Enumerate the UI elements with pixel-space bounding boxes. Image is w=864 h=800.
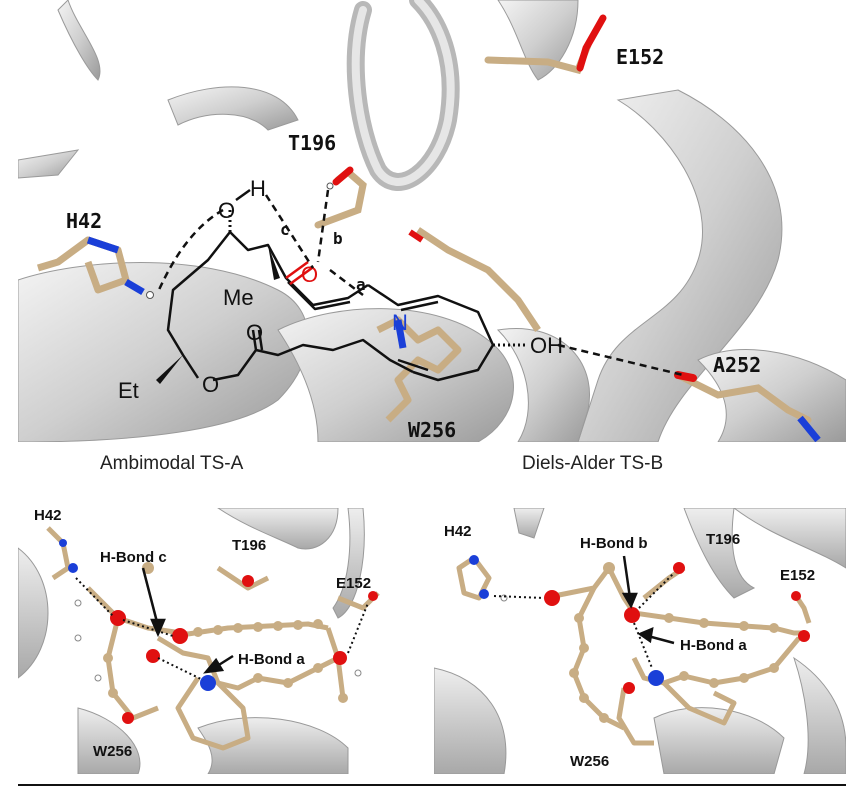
label-hbond-a-br: H-Bond a: [680, 637, 747, 654]
atom-oh: OH: [530, 333, 563, 358]
label-h42-br: H42: [444, 523, 472, 540]
carbonyl-bond: [285, 260, 309, 280]
label-w256-br: W256: [570, 753, 609, 770]
label-e152-bl: E152: [336, 575, 371, 592]
residue-h42: H42: [36, 209, 154, 299]
ribbon-bottom-helix: [496, 328, 590, 442]
substituent-et: Et: [118, 378, 139, 403]
residue-e152: E152: [484, 14, 664, 75]
label-t196-bl: T196: [232, 537, 266, 554]
ribbon-left-stub: [18, 149, 80, 179]
atom-n-indole: N: [392, 310, 408, 335]
diels-alder-ts-b-panel: H42 H-Bond b T196 E152 H-Bond a W256: [434, 508, 846, 774]
diels-alder-ts-b-figure: H42 H-Bond b T196 E152 H-Bond a W256: [434, 508, 846, 774]
hbond-dashes-br: [493, 572, 675, 669]
substrate-skeleton: [156, 210, 528, 384]
atom-spheres-br: [469, 555, 810, 723]
label-t196-br: T196: [706, 531, 740, 548]
bond-label-c: c: [280, 220, 290, 239]
atom-h-hydroxyl: H: [250, 176, 266, 201]
atom-o-ester: O: [246, 320, 263, 345]
caption-diels-alder-ts-b: Diels-Alder TS-B: [522, 453, 664, 474]
atom-o-hydroxyl: O: [218, 198, 235, 223]
substrate-sticks-br: [456, 555, 812, 746]
protein-ribbons-br: [434, 508, 846, 774]
label-a252: A252: [713, 353, 761, 377]
substituent-me: Me: [223, 285, 254, 310]
bottom-divider: [18, 784, 846, 786]
annotation-arrows-bl: [141, 567, 234, 674]
ambimodal-ts-a-panel: H42 T196 E152 H-Bond c H-Bond a W256: [18, 508, 428, 774]
bond-label-b: b: [333, 229, 343, 248]
label-h42-bl: H42: [34, 508, 62, 524]
label-hbond-c: H-Bond c: [100, 549, 167, 566]
bond-label-a: a: [356, 275, 366, 294]
label-e152-br: E152: [780, 567, 815, 584]
atom-o-carbonyl: O: [301, 262, 318, 287]
hbond-dashes: [156, 189, 684, 377]
label-t196: T196: [288, 131, 336, 155]
annotation-arrows-br: [621, 555, 675, 645]
atom-spheres-bl: [59, 539, 378, 724]
caption-ambimodal-ts-a: Ambimodal TS-A: [100, 453, 244, 474]
hbond-dashes-bl: [75, 577, 369, 681]
ribbon-upper-loop: [167, 86, 299, 131]
protein-ribbons-bl: [18, 508, 365, 774]
residue-a252: A252: [674, 353, 821, 442]
residue-w256: W256: [376, 227, 541, 442]
label-w256-bl: W256: [93, 743, 132, 760]
label-e152: E152: [616, 45, 664, 69]
ribbon-top-mid: [497, 0, 579, 81]
top-structure-figure: E152 T196 H42 W256 A252: [18, 0, 846, 442]
top-structure-panel: E152 T196 H42 W256 A252: [18, 0, 846, 442]
label-h42: H42: [66, 209, 102, 233]
ribbon-top-left: [57, 0, 101, 81]
label-hbond-a-bl: H-Bond a: [238, 651, 305, 668]
residue-t196: T196: [288, 131, 367, 229]
ambimodal-ts-a-figure: H42 T196 E152 H-Bond c H-Bond a W256: [18, 508, 380, 774]
ribbon-right-helix: [577, 89, 783, 442]
label-w256: W256: [408, 418, 456, 442]
label-hbond-b: H-Bond b: [580, 535, 647, 552]
atom-o-ester-ring: O: [202, 372, 219, 397]
